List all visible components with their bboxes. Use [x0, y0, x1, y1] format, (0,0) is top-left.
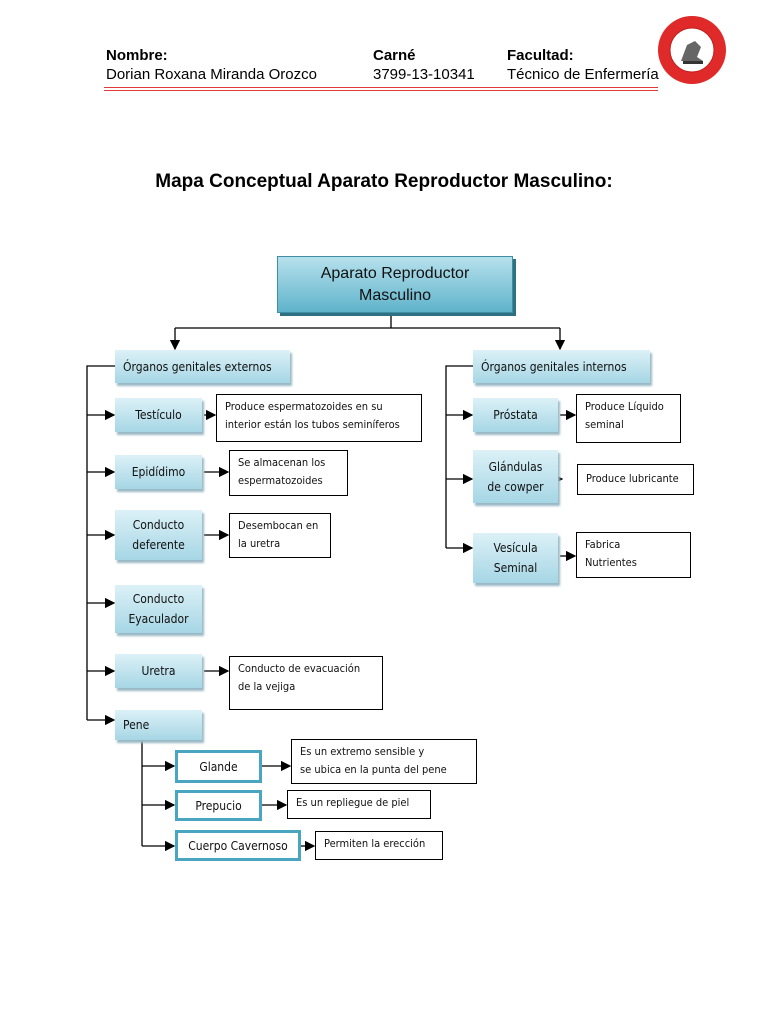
desc-cuerpo-cavernoso: Permiten la erección — [315, 831, 443, 860]
nombre-field: Nombre: Dorian Roxana Miranda Orozco — [106, 46, 317, 84]
university-seal-logo — [658, 16, 726, 84]
group-internal-organs: Órganos genitales internos — [473, 350, 650, 383]
desc-prepucio: Es un repliegue de piel — [287, 790, 431, 819]
carne-label: Carné — [373, 47, 416, 64]
group-external-organs: Órganos genitales externos — [115, 350, 290, 383]
desc-conducto-deferente: Desembocan en la uretra — [229, 513, 331, 558]
desc-vesicula-seminal: Fabrica Nutrientes — [576, 532, 691, 578]
node-glande: Glande — [175, 750, 262, 783]
carne-value: 3799-13-10341 — [373, 66, 475, 83]
desc-prostata: Produce Líquido seminal — [576, 394, 681, 443]
desc-uretra: Conducto de evacuación de la vejiga — [229, 656, 383, 710]
header-rule — [104, 90, 658, 91]
page-title: Mapa Conceptual Aparato Reproductor Masc… — [155, 171, 613, 192]
node-conducto-deferente: Conducto deferente — [115, 510, 202, 560]
nombre-value: Dorian Roxana Miranda Orozco — [106, 66, 317, 83]
node-cuerpo-cavernoso: Cuerpo Cavernoso — [175, 830, 301, 861]
node-uretra: Uretra — [115, 654, 202, 688]
desc-epididimo: Se almacenan los espermatozoides — [229, 450, 348, 496]
node-prepucio: Prepucio — [175, 790, 262, 821]
root-node: Aparato Reproductor Masculino — [277, 256, 513, 313]
facultad-field: Facultad: Técnico de Enfermería — [507, 46, 659, 84]
facultad-label: Facultad: — [507, 47, 574, 64]
header-rule — [104, 87, 658, 88]
node-prostata: Próstata — [473, 398, 558, 432]
desc-testiculo: Produce espermatozoides en su interior e… — [216, 394, 422, 442]
carne-field: Carné 3799-13-10341 — [373, 46, 475, 84]
node-glandulas-cowper: Glándulas de cowper — [473, 450, 558, 503]
facultad-value: Técnico de Enfermería — [507, 66, 659, 83]
desc-glandulas-cowper: Produce lubricante — [577, 464, 694, 495]
node-pene: Pene — [115, 710, 202, 740]
node-vesicula-seminal: Vesícula Seminal — [473, 533, 558, 583]
node-testiculo: Testículo — [115, 398, 202, 432]
desc-glande: Es un extremo sensible y se ubica en la … — [291, 739, 477, 784]
node-conducto-eyaculador: Conducto Eyaculador — [115, 585, 202, 633]
node-epididimo: Epidídimo — [115, 455, 202, 489]
nombre-label: Nombre: — [106, 47, 168, 64]
